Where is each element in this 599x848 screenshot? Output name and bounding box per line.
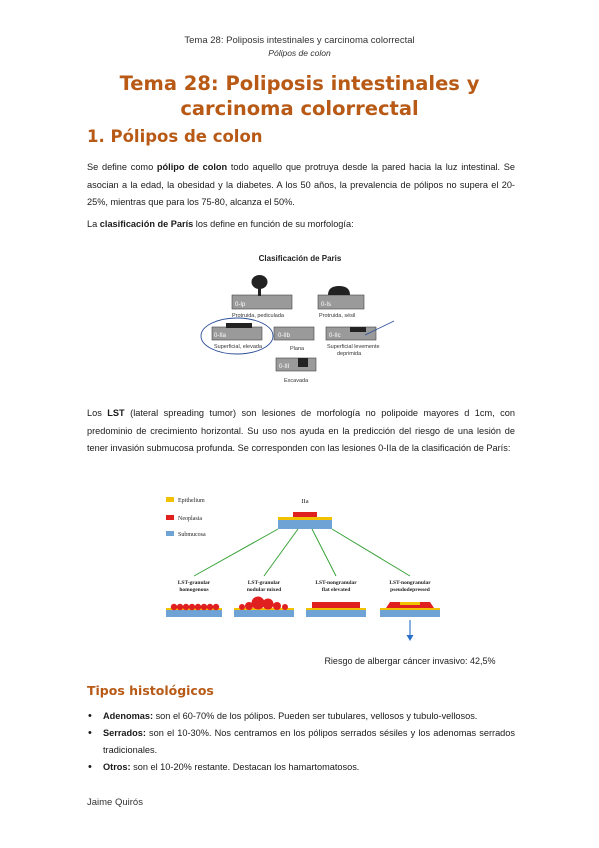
legend-submucosa: Submucosa xyxy=(178,532,206,538)
caption-plana: Plana xyxy=(290,346,305,352)
list-item-text: son el 10-20% restante. Destacan los ham… xyxy=(130,762,360,772)
paragraph-lst-post: (lateral spreading tumor) son lesiones d… xyxy=(87,408,515,453)
lst-type-4-line2: pseudodepressed xyxy=(390,587,430,593)
paragraph-paris-bold: clasificación de París xyxy=(99,219,194,229)
lst-type-4-line1: LST-nongranular xyxy=(389,580,431,586)
paris-0ip-diagram: 0-Ip Protruida, pediculada xyxy=(231,275,293,319)
legend-epithelium: Epithelium xyxy=(178,498,205,504)
lst-top-label: IIa xyxy=(301,498,308,505)
caption-pedunculada: Protruida, pediculada xyxy=(232,313,285,319)
label-0iib: 0-IIb xyxy=(278,333,291,339)
section-heading-tipos: Tipos histológicos xyxy=(87,683,214,698)
lst-classification-figure: Epithelium Neoplasia Submucosa IIa LST-g… xyxy=(166,497,496,666)
list-item-term: Otros: xyxy=(103,762,131,772)
label-0iia: 0-IIa xyxy=(214,333,227,339)
list-item: Serrados: son el 10-30%. Nos centramos e… xyxy=(87,725,515,759)
caption-sesil: Protruida, sésil xyxy=(319,313,355,319)
paris-0is-diagram: 0-Is Protruida, sésil xyxy=(317,286,365,319)
lst-type-1-line1: LST-granular xyxy=(178,580,211,586)
lst-type-2-line1: LST-granular xyxy=(248,580,281,586)
label-0iii: 0-III xyxy=(279,364,290,370)
lst-top-diagram xyxy=(278,512,332,529)
paragraph-lst: Los LST (lateral spreading tumor) son le… xyxy=(87,405,515,458)
paragraph-paris-intro: La clasificación de París los define en … xyxy=(87,216,515,234)
highlight-ellipse xyxy=(200,317,274,355)
paragraph-lst-pre: Los xyxy=(87,408,108,418)
label-0is: 0-Is xyxy=(321,302,331,308)
author-footer: Jaime Quirós xyxy=(87,797,143,808)
document-title-line2: carcinoma colorrectal xyxy=(180,97,419,120)
lst-type-3-line2: flat elevated xyxy=(322,587,351,593)
list-item-term: Adenomas: xyxy=(103,711,154,721)
histology-list: Adenomas: son el 60-70% de los pólipos. … xyxy=(87,708,515,776)
running-header-title: Tema 28: Poliposis intestinales y carcin… xyxy=(184,35,415,46)
lst-type-3-diagram xyxy=(306,602,366,617)
lst-type-3-line1: LST-nongranular xyxy=(315,580,357,586)
paris-0iii-diagram: 0-III Excavada xyxy=(275,357,317,384)
running-header-subtitle: Pólipos de colon xyxy=(268,48,331,58)
lst-type-2-diagram xyxy=(234,596,294,617)
legend-swatch-submucosa xyxy=(166,531,174,536)
paragraph-definition: Se define como pólipo de colon todo aque… xyxy=(87,159,515,212)
paris-0iic-diagram: 0-IIc Superficial levemente deprimida xyxy=(325,320,395,357)
list-item-term: Serrados: xyxy=(103,728,146,738)
document-title-line1: Tema 28: Poliposis intestinales y xyxy=(119,72,480,95)
caption-deprimida-2: deprimida xyxy=(337,351,362,357)
caption-elevada: Superficial, elevada xyxy=(214,344,263,350)
caption-excavada: Excavada xyxy=(284,378,309,384)
list-item: Adenomas: son el 60-70% de los pólipos. … xyxy=(87,708,515,725)
risk-arrow xyxy=(406,620,414,641)
paragraph-definition-post: todo aquello que protruya desde la pared… xyxy=(87,162,515,207)
section-heading-polipos: 1. Pólipos de colon xyxy=(87,127,263,146)
list-item-text: son el 10-30%. Nos centramos en los póli… xyxy=(103,728,515,755)
label-0iic: 0-IIc xyxy=(329,333,341,339)
risk-text: Riesgo de albergar cáncer invasivo: 42,5… xyxy=(324,656,495,666)
lst-type-2-line2: nodular mixed xyxy=(247,587,281,593)
lst-type-4-diagram xyxy=(380,602,440,617)
pointer-line xyxy=(364,320,395,336)
legend-swatch-neoplasia xyxy=(166,515,174,520)
lst-type-1-diagram xyxy=(166,603,222,617)
paris-0iia-diagram: 0-IIa Superficial, elevada xyxy=(200,317,274,355)
paragraph-lst-bold: LST xyxy=(107,408,125,418)
label-0ip: 0-Ip xyxy=(235,302,246,308)
lst-connectors xyxy=(193,528,411,577)
paragraph-definition-bold: pólipo de colon xyxy=(156,162,228,172)
lst-legend: Epithelium Neoplasia Submucosa xyxy=(166,497,206,538)
running-header: Tema 28: Poliposis intestinales y carcin… xyxy=(0,35,599,59)
lst-type-1-line2: homogenous xyxy=(179,587,208,593)
list-item: Otros: son el 10-20% restante. Destacan … xyxy=(87,759,515,776)
paragraph-paris-pre: La xyxy=(87,219,100,229)
paris-0iib-diagram: 0-IIb Plana xyxy=(273,326,315,352)
paragraph-paris-post: los define en función de su morfología: xyxy=(193,219,354,229)
caption-deprimida-1: Superficial levemente xyxy=(327,344,380,350)
legend-neoplasia: Neoplasia xyxy=(178,516,202,522)
paris-classification-figure: Clasificación de Paris 0-Ip Protruida, p… xyxy=(200,254,395,384)
paragraph-definition-pre: Se define como xyxy=(87,162,157,172)
legend-swatch-epithelium xyxy=(166,497,174,502)
list-item-text: son el 60-70% de los pólipos. Pueden ser… xyxy=(153,711,478,721)
document-title: Tema 28: Poliposis intestinales y carcin… xyxy=(60,71,539,121)
paris-figure-title: Clasificación de Paris xyxy=(259,254,342,263)
